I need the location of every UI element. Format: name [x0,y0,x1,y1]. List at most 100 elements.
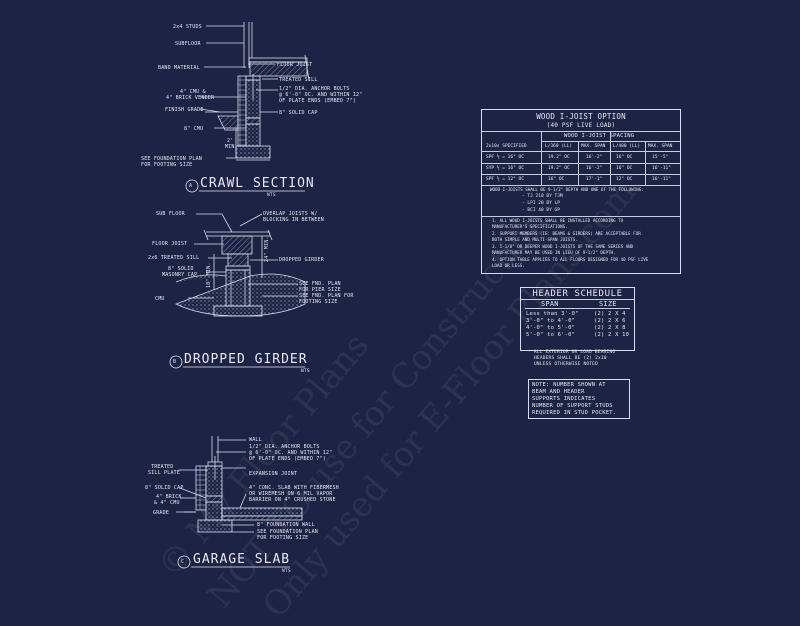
label-sub-floor: SUB FLOOR [156,211,185,217]
header-note-1: * ALL EXTERIOR OR LOAD BEARING [528,350,616,355]
ijoist-r1-c1: 19.2" OC [548,166,570,171]
label-anchor-bolts-1: 1/2" DIA. ANCHOR BOLTS [279,86,350,92]
label-slab-1: 4" CONC. SLAB WITH FIBERMESH [249,485,339,491]
label-overlap-2: BLOCKING IN BETWEEN [263,217,324,223]
label-band-material: BAND MATERIAL [158,65,200,71]
crawl-section-marker [185,179,199,193]
label-pier-2: FOR PIER SIZE [299,287,341,293]
label-solid-1: 8" SOLID [168,266,194,272]
label-girder-floor-joist: FLOOR JOIST [152,241,188,247]
girder-letter: B [173,359,177,365]
ijoist-depth-note: WOOD I-JOISTS SHALL BE 9-1/2" DEPTH AND … [490,187,644,192]
ijoist-title: WOOD I-JOIST OPTION [536,112,626,121]
label-footing-1: SEE FND. PLAN FOR [299,293,354,299]
label-sill-plate: SILL PLATE [148,470,181,476]
label-anchor-bolts-3: OF PLATE ENDS (EMBED 7") [279,98,357,104]
garage-slab-title: GARAGE SLAB [193,552,291,567]
label-wall: WALL [249,437,262,443]
ijoist-r2-c0: SPF ½ = 12" OC [486,177,524,182]
label-treated-sill-2x6: 2x6 TREATED SILL [148,255,200,261]
stud-note-line-2: BEAM AND HEADER [532,389,585,395]
label-brick-cmu: & 4" CMU [154,500,180,506]
label-garage-cap: 8" SOLID CAP [145,485,184,491]
garage-slab-marker [177,555,191,569]
crawl-nts: NTS [267,193,276,198]
header-r1-span: 3'-0" to 4'-0" [526,318,576,324]
label-garage-bolts-2: @ 6'-0" OC. AND WITHIN 12" [249,450,333,456]
header-schedule: HEADER SCHEDULE SPAN SIZE Less than 3'-0… [520,287,635,351]
ijoist-col-3: L/480 (LL) [613,144,641,149]
label-garage-see-2: FOR FOOTING SIZE [257,535,309,541]
label-floor-joist: FLOOR JOIST [277,62,313,68]
label-anchor-bolts-2: @ 6'-0" OC. AND WITHIN 12" [279,92,363,98]
ijoist-col-0: 2x10s SPECIFIED [486,144,527,149]
ijoist-note-3: 3. 1-1/8" OR DEEPER WOOD I-JOISTS OF THE… [492,244,634,255]
crawl-section-drawing [199,22,310,161]
ijoist-r0-c2: 16'-2" [586,155,603,160]
stud-note: NOTE: NUMBER SHOWN AT BEAM AND HEADER SU… [528,379,630,419]
stud-note-line-5: REQUIRED IN STUD POCKET. [532,410,617,416]
ijoist-r1-c0: SYP ½ = 16" OC [486,166,524,171]
label-overlap-1: OVERLAP JOISTS W/ [263,211,318,217]
girder-nts: NTS [301,369,310,374]
ijoist-table: WOOD I-JOIST OPTION (40 PSF LIVE LOAD) W… [481,109,681,274]
label-girder-cmu: CMU [155,296,165,302]
garage-slab-drawing [176,436,303,533]
ijoist-option-2: - LPI 20 BY LP [522,201,560,206]
crawl-section-title: CRAWL SECTION [200,176,315,191]
header-r2-size: (2) 2 X 8 [594,325,626,331]
label-solid-2: MASONRY CAP [162,272,198,278]
label-treated: TREATED [151,464,174,470]
label-subfloor: SUBFLOOR [175,41,201,47]
label-treated-sill: TREATED SILL [279,77,318,83]
label-cmu: 4" CMU & [180,89,206,95]
construction-details-drawing [169,22,310,569]
ijoist-col-1: L/360 (LL) [545,144,573,149]
header-note-2: HEADERS SHALL BE (2) 2x10 [534,356,607,361]
label-2x4-studs: 2x4 STUDS [173,24,202,30]
label-8-cmu: 8" CMU [184,126,204,132]
ijoist-r0-c4: 15'-5" [652,155,669,160]
header-r2-span: 4'-0" to 5'-0" [526,325,576,331]
ijoist-col-2: MAX. SPAN [581,144,606,149]
ijoist-r2-c2: 17'-1" [586,177,603,182]
header-r0-size: (2) 2 X 4 [594,311,626,317]
label-brick: 4" BRICK [156,494,182,500]
header-col-size: SIZE [599,300,617,308]
ijoist-r0-c3: 16" OC [616,155,633,160]
ijoist-col-4: MAX. SPAN [648,144,673,149]
garage-nts: NTS [282,569,291,574]
ijoist-r1-c4: 16'-11" [652,166,671,171]
ijoist-note-1: 1. ALL WOOD I-JOISTS SHALL BE INSTALLED … [492,218,624,229]
ijoist-subtitle: (40 PSF LIVE LOAD) [546,122,616,129]
ijoist-r0-c0: SPF ½ = 16" OC [486,155,524,160]
garage-letter: C [181,559,185,565]
header-r3-size: (2) 2 X 10 [594,332,630,338]
header-r3-span: 5'-0" to 6'-0" [526,332,576,338]
label-slab-3: BARRIER ON 4" CRUSHED STONE [249,497,336,503]
header-r0-span: Less than 3'-0" [526,311,579,317]
ijoist-r1-c3: 16" OC [616,166,633,171]
header-note-3: UNLESS OTHERWISE NOTED [534,362,599,367]
label-pier-1: SEE FND. PLAN [299,281,341,287]
label-grade: GRADE [153,510,170,516]
label-expansion-joint: EXPANSION JOINT [249,471,298,477]
crawl-letter: A [189,183,193,189]
label-dim-18: 18" MIN. [206,262,212,288]
label-solid-cap: 8" SOLID CAP [279,110,318,116]
label-see-foundation-2: FOR FOOTING SIZE [141,162,193,168]
dropped-girder-marker [169,355,183,369]
ijoist-r2-c4: 16'-11" [652,177,671,182]
ijoist-r2-c1: 16" OC [548,177,565,182]
label-garage-bolts-3: OF PLATE ENDS (EMBED 7") [249,456,327,462]
header-col-span: SPAN [541,300,559,308]
ijoist-note-2: 2. SUPPORT MEMBERS (IE: BEAMS & GIRDERS)… [492,231,641,242]
stud-note-line-4: NUMBER OF SUPPORT STUDS [532,403,613,409]
label-dim-2: 2' [227,138,234,144]
label-dropped-girder: DROPPED GIRDER [279,257,324,263]
ijoist-note-4: 4. OPTION TABLE APPLIES TO ALL FLOORS DE… [492,257,649,268]
label-garage-bolts-1: 1/2" DIA. ANCHOR BOLTS [249,444,320,450]
label-garage-see-1: SEE FOUNDATION PLAN [257,529,318,535]
ijoist-option-3: - BCI 40 BY GP [522,208,560,213]
label-dim-min: MIN. [225,144,238,150]
